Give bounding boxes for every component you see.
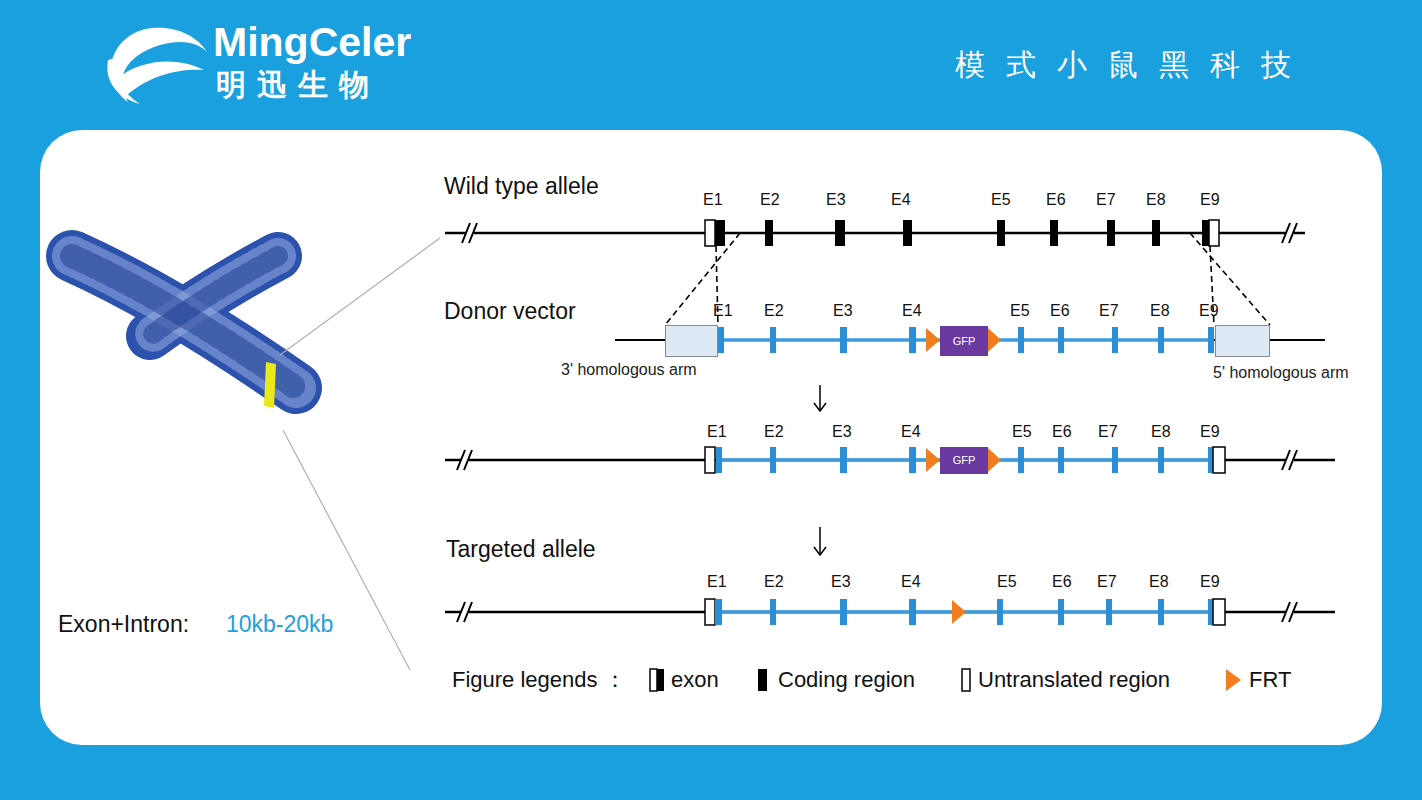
exon-number: E4 [891, 192, 911, 208]
gfp-box: GFP [940, 326, 988, 356]
exon-number: E6 [1050, 303, 1070, 319]
exon-number: E7 [1098, 424, 1118, 440]
exon-number: E3 [826, 192, 846, 208]
row-title: Wild type allele [444, 175, 599, 198]
exon-number: E8 [1151, 424, 1171, 440]
legend-text: Untranslated region [978, 669, 1170, 691]
exon-number: E6 [1052, 424, 1072, 440]
exon-number: E6 [1052, 574, 1072, 590]
homologous-arm: 5' homologous arm [1215, 325, 1270, 357]
step-arrows [814, 385, 826, 555]
slogan: 模式小鼠黑科技 [955, 50, 1312, 80]
exon-number: E5 [1010, 303, 1030, 319]
legend-text: FRT [1249, 669, 1291, 691]
legend-swatch [758, 669, 767, 691]
exon-number: E1 [707, 574, 727, 590]
legend-text: Coding region [778, 669, 915, 691]
exon-number: E8 [1150, 303, 1170, 319]
exon-number: E2 [760, 192, 780, 208]
gfp-label: GFP [953, 455, 976, 466]
brand-name: MingCeler [213, 22, 411, 63]
legend-text: exon [671, 669, 719, 691]
exon-number: E8 [1146, 192, 1166, 208]
homology-guides [665, 233, 1270, 325]
exon-number: E2 [764, 303, 784, 319]
chromosome [72, 238, 440, 670]
exon-number: E9 [1200, 574, 1220, 590]
exon-number: E9 [1200, 192, 1220, 208]
exon-number: E7 [1097, 574, 1117, 590]
row-title: Donor vector [444, 300, 576, 323]
exon-number: E9 [1199, 303, 1219, 319]
legend-samples [650, 669, 1241, 691]
wild-type-allele [445, 220, 1305, 246]
gfp-box: GFP [940, 447, 988, 474]
logo-icon [107, 28, 207, 104]
legend-title: Figure legends ： [452, 669, 626, 691]
exon-number: E3 [831, 574, 851, 590]
exon-number: E6 [1046, 192, 1066, 208]
exon-number: E3 [833, 303, 853, 319]
homologous-arm: 3' homologous arm [665, 325, 718, 357]
exon-number: E7 [1099, 303, 1119, 319]
arm-label: 5' homologous arm [1213, 365, 1349, 381]
brand-name-cn: 明迅生物 [216, 70, 380, 100]
row-title: Targeted allele [446, 538, 596, 561]
exon-number: E1 [703, 192, 723, 208]
gfp-label: GFP [953, 336, 976, 347]
exon-number: E5 [991, 192, 1011, 208]
exon-number: E5 [997, 574, 1017, 590]
intermediate-allele [445, 447, 1335, 473]
exon-number: E1 [713, 303, 733, 319]
exon-number: E5 [1012, 424, 1032, 440]
exon-number: E2 [764, 574, 784, 590]
targeted-allele [445, 599, 1335, 625]
exon-number: E3 [832, 424, 852, 440]
exon-number: E4 [902, 303, 922, 319]
size-value: 10kb-20kb [226, 613, 333, 636]
exon-number: E4 [901, 574, 921, 590]
exon-number: E7 [1096, 192, 1116, 208]
exon-number: E9 [1200, 424, 1220, 440]
arm-label: 3' homologous arm [561, 362, 697, 378]
exon-number: E4 [901, 424, 921, 440]
size-note: Exon+Intron: [58, 613, 189, 636]
exon-number: E2 [764, 424, 784, 440]
exon-number: E8 [1149, 574, 1169, 590]
exon-number: E1 [707, 424, 727, 440]
